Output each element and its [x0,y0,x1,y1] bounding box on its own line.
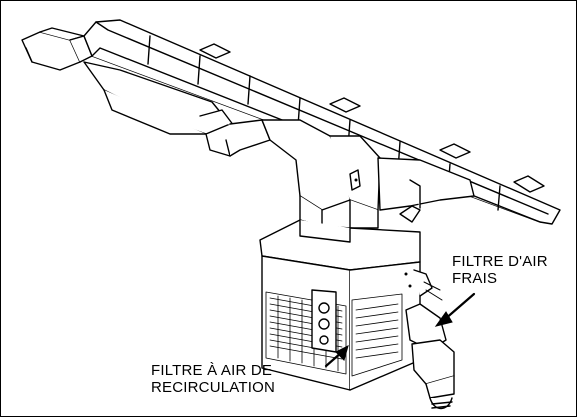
fresh-air-filter-label: FILTRE D'AIR FRAIS [452,253,548,287]
control-panel [311,289,337,353]
side-grille [351,293,403,377]
dial-icon [318,318,330,330]
fresh-air-filter-line1: FILTRE D'AIR [452,253,548,270]
fresh-air-intake [405,269,455,410]
recirc-air-arrow [324,345,349,368]
dial-icon [318,302,330,314]
fastener-dots [354,178,412,288]
dial-icon [319,335,329,345]
recirc-air-filter-label: FILTRE À AIR DE RECIRCULATION [151,362,275,396]
recirc-air-filter-line1: FILTRE À AIR DE [151,362,273,379]
fresh-air-arrow [434,292,476,327]
left-outlet-duct [21,27,93,71]
right-branch-duct [377,157,475,223]
fresh-air-filter-line2: FRAIS [452,270,498,287]
lower-branch-duct [83,61,271,157]
recirc-air-filter-line2: RECIRCULATION [151,379,275,396]
